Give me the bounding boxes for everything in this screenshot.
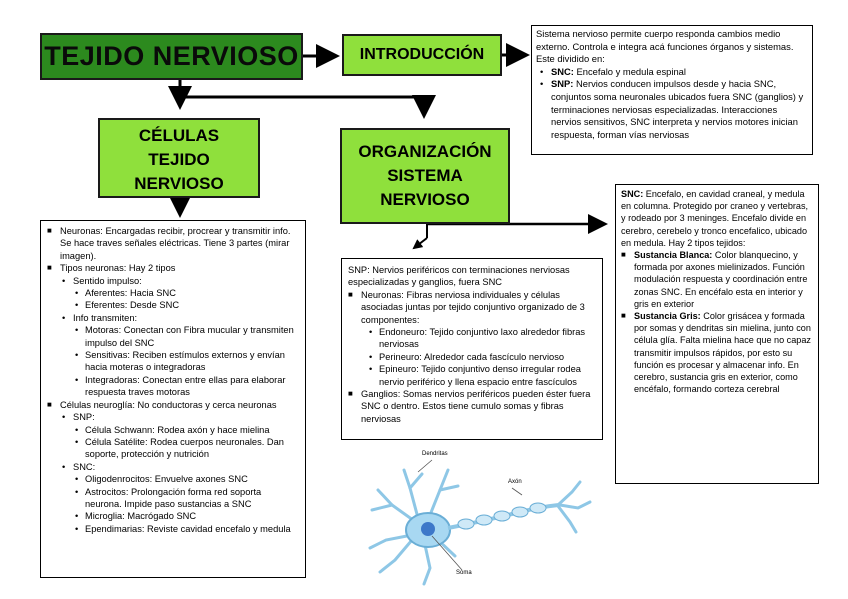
org-label-2: SISTEMA <box>387 166 463 185</box>
main-title: TEJIDO NERVIOSO <box>44 41 299 71</box>
celulas-info-text: Info transmiten: <box>73 312 138 323</box>
snc-intro: SNC: Encefalo, en cavidad craneal, y med… <box>621 188 814 249</box>
snc-blanca-label: Sustancia Blanca: <box>634 250 713 261</box>
celulas-info-item: Info transmiten: Motoras: Conectan con F… <box>62 312 300 399</box>
neuron-label-axon: Axón <box>508 479 522 485</box>
snc-blanca-text: Color blanquecino, y formada por axones … <box>634 250 808 309</box>
celulas-label-1: CÉLULAS <box>138 126 220 145</box>
org-neuronas-item: Neuronas: Fibras nerviosa individuales y… <box>348 289 597 388</box>
celulas-motoras-item: Motoras: Conectan con Fibra mucular y tr… <box>73 324 300 349</box>
celulas-neuroglia-text: Células neuroglía: No conductoras y cerc… <box>60 399 277 410</box>
intro-box: INTRODUCCIÓN <box>342 34 502 76</box>
org-label-1: ORGANIZACIÓN <box>358 142 492 161</box>
snc-text: Encefalo, en cavidad craneal, y medula e… <box>621 189 809 248</box>
intro-label: INTRODUCCIÓN <box>359 46 485 63</box>
celulas-micro-item: Microglia: Macrógado SNC <box>73 510 300 523</box>
snc-gris-item: Sustancia Gris: Color grisácea y formada… <box>621 310 814 395</box>
org-label-3: NERVIOSO <box>380 190 470 209</box>
snc-text-box: SNC: Encefalo, en cavidad craneal, y med… <box>615 184 819 484</box>
celulas-sentido-text: Sentido impulso: <box>73 275 142 286</box>
celulas-tipos-text: Tipos neuronas: Hay 2 tipos <box>60 263 176 274</box>
arrow-org-to-snp <box>412 224 428 250</box>
celulas-snp-item: SNP: Célula Schwann: Rodea axón y hace m… <box>62 411 300 461</box>
celulas-neuroglia-item: Células neuroglía: No conductoras y cerc… <box>47 399 300 536</box>
celulas-box: CÉLULAS TEJIDO NERVIOSO <box>98 118 260 198</box>
intro-text: Sistema nervioso permite cuerpo responda… <box>536 28 794 65</box>
org-snp-text: SNP: Nervios periféricos con terminacion… <box>348 265 570 288</box>
snc-label: SNC: <box>621 189 644 199</box>
celulas-text-box: Neuronas: Encargadas recibir, procrear y… <box>40 220 306 578</box>
intro-snc-label: SNC: <box>551 65 574 77</box>
celulas-snc-item: SNC: Oligodenrocitos: Envuelve axones SN… <box>62 461 300 536</box>
org-endo-item: Endoneuro: Tejido conjuntivo laxo alrede… <box>367 326 597 351</box>
org-epi-item: Epineuro: Tejido conjuntivo denso irregu… <box>367 363 597 388</box>
neuron-label-dendritas: Dendritas <box>422 451 448 457</box>
intro-snp-text: Nervios conducen impulsos desde y hacia … <box>551 78 804 140</box>
org-neuronas-text: Neuronas: Fibras nerviosa individuales y… <box>361 289 585 325</box>
celulas-snp-text: SNP: <box>73 412 95 423</box>
intro-snp-item: SNP: Nervios conducen impulsos desde y h… <box>540 78 808 141</box>
celulas-oligo-item: Oligodenrocitos: Envuelve axones SNC <box>73 473 300 486</box>
celulas-snc-text: SNC: <box>73 461 96 472</box>
celulas-tipos-item: Tipos neuronas: Hay 2 tipos Sentido impu… <box>47 262 300 398</box>
celulas-aferentes-item: Aferentes: Hacia SNC <box>73 287 300 300</box>
org-peri-item: Perineuro: Alrededor cada fascículo nerv… <box>367 351 597 364</box>
intro-text-box: Sistema nervioso permite cuerpo responda… <box>531 25 813 155</box>
celulas-satelite-item: Célula Satélite: Rodea cuerpos neuronale… <box>73 436 300 461</box>
org-ganglios-item: Ganglios: Somas nervios periféricos pued… <box>348 388 597 425</box>
celulas-schwann-item: Célula Schwann: Rodea axón y hace mielin… <box>73 424 300 437</box>
celulas-epend-item: Ependimarias: Reviste cavidad encefalo y… <box>73 523 300 536</box>
arrow-title-branches <box>168 80 436 119</box>
celulas-eferentes-item: Eferentes: Desde SNC <box>73 299 300 312</box>
main-title-box: TEJIDO NERVIOSO <box>40 33 303 80</box>
celulas-astro-item: Astrocitos: Prolongación forma red sopor… <box>73 486 300 511</box>
neuron-label-soma: Soma <box>456 570 472 576</box>
snc-gris-text: Color grisácea y formada por somas y den… <box>634 311 811 395</box>
snc-gris-label: Sustancia Gris: <box>634 311 701 322</box>
celulas-sensitivas-item: Sensitivas: Reciben estímulos externos y… <box>73 349 300 374</box>
intro-snc-text: Encefalo y medula espinal <box>576 65 686 77</box>
intro-snc-item: SNC: Encefalo y medula espinal <box>540 66 808 79</box>
celulas-sentido-item: Sentido impulso: Aferentes: Hacia SNC Ef… <box>62 275 300 313</box>
org-text-box: SNP: Nervios periféricos con terminacion… <box>341 258 603 440</box>
snc-blanca-item: Sustancia Blanca: Color blanquecino, y f… <box>621 249 814 310</box>
intro-snp-label: SNP: <box>551 78 574 90</box>
celulas-integradoras-item: Integradoras: Conectan entre ellas para … <box>73 374 300 399</box>
celulas-label-2: TEJIDO <box>148 150 210 169</box>
celulas-neuronas-item: Neuronas: Encargadas recibir, procrear y… <box>47 225 300 262</box>
celulas-label-3: NERVIOSO <box>134 174 224 193</box>
organizacion-box: ORGANIZACIÓN SISTEMA NERVIOSO <box>340 128 510 224</box>
